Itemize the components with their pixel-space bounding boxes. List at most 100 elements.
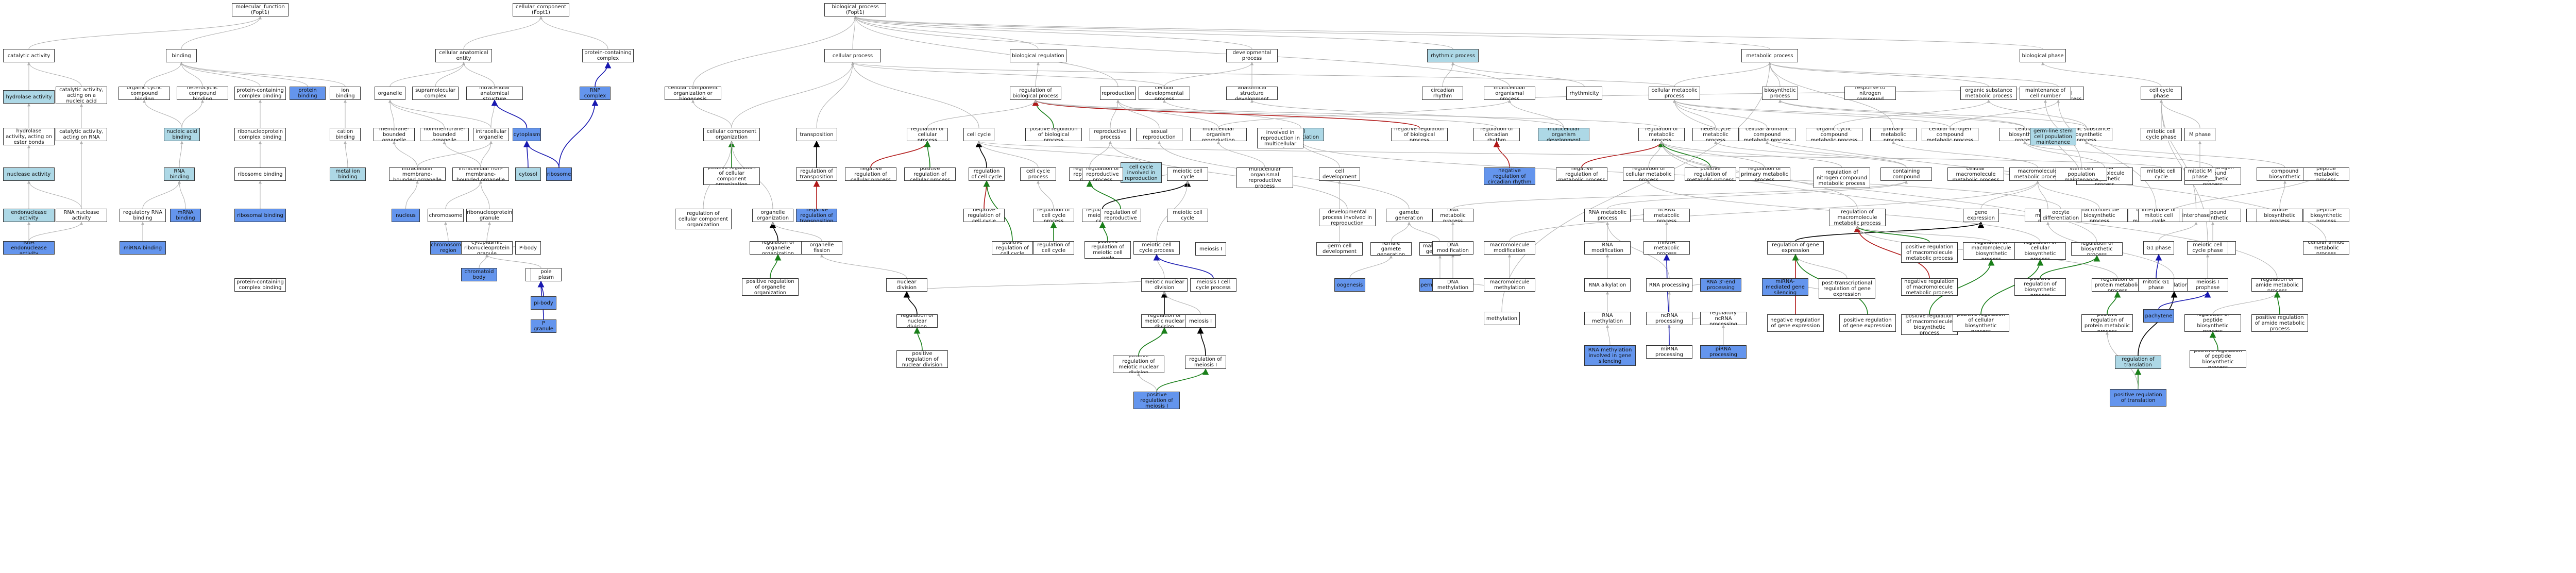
node-reg-macromol-met: regulation of macromolecule metabolic pr… [1829, 209, 1886, 226]
node-ribosome: ribosome [546, 167, 572, 181]
edge-multicell-repro2-to-multicell-repro [1217, 141, 1265, 168]
node-reg-nuclear-division: regulation of nuclear division [896, 314, 938, 328]
node-mitotic-phase: mitotic M phase [2184, 167, 2215, 181]
edge-binding-to-mf [181, 16, 262, 49]
node-regulatory-ncrna: regulatory ncRNA processing [1700, 312, 1747, 325]
edge-sexual-reproduction-to-reproduction [1116, 99, 1160, 128]
edge-multicell-dev-to-anatomical-dev [1250, 99, 1564, 128]
edge-mirna-processing-to-mirna-met [1663, 254, 1670, 346]
edge-supramol-to-cas [435, 62, 465, 87]
edge-cellular-n-biosynth-to-cellular-biosynth [2023, 141, 2213, 168]
node-rna-3end: RNA 3'-end processing [1700, 278, 1741, 292]
node-chromosomal-region: chromosomal region [430, 241, 466, 255]
edge-cell-cycle-to-cellular-process [851, 62, 979, 128]
node-dna-met: DNA metabolic process [1432, 209, 1473, 222]
edge-rhythmic-process-to-bp [854, 16, 1453, 49]
node-nucleus: nucleus [392, 209, 420, 222]
edge-pcc-to-cc [539, 16, 608, 49]
edge-ion-binding-to-binding [180, 62, 346, 87]
node-pcc: protein-containing complex [582, 49, 634, 62]
node-organelle-fission: organelle fission [801, 241, 842, 255]
node-biological-phase: biological phase [2020, 49, 2066, 62]
edge-pos-reg-meiotic-nuclear-to-reg-meiotic-nuclear-division [1138, 327, 1168, 356]
node-regulatory-rna-binding: regulatory RNA binding [120, 209, 166, 222]
node-pos-reg-repro: positive regulation of reproductive proc… [1100, 209, 1141, 222]
edge-cellular-dev-to-cellular-process [851, 62, 1165, 87]
node-meiotic-nuclear-division: meiotic nuclear division [1141, 278, 1188, 292]
node-ribosomal-binding: ribosomal binding [234, 209, 286, 222]
edge-regulatory-rna-binding-to-rna-binding [142, 180, 181, 209]
edge-reg-nitrogen-met-to-reg-metabolic [1660, 141, 1842, 168]
node-pos-reg-met: positive regulation of metabolic process [1685, 167, 1736, 181]
edge-reg-meiosis-i-to-meiosis-i [1197, 327, 1206, 356]
node-pos-reg-amide-met: positive regulation of amide metabolic p… [2251, 314, 2308, 332]
node-transposition: transposition [796, 128, 837, 141]
node-rna-modification: RNA modification [1584, 241, 1631, 255]
edge-membrane-org-to-organelle [388, 99, 395, 128]
edge-neg-reg-cellular-to-reg-cellular-process [870, 140, 931, 168]
edge-pos-reg-peptide-biosynth-to-reg-peptide-biosynth [2209, 331, 2218, 351]
edge-nucleobase-met-to-cellular-aromatic [1766, 141, 1907, 168]
node-meiotic-cc2: meiotic cell cycle [1167, 209, 1208, 222]
edge-intra-non-membrane-to-intra-org [480, 141, 493, 168]
node-non-membrane-org: non-membrane-bounded organelle [420, 128, 469, 141]
edge-reg-macromol-biosynth-to-reg-macromol-met [1856, 226, 1992, 243]
node-cell-cycle: cell cycle [963, 128, 994, 141]
node-reg-cellular-process: regulation of cellular process [907, 128, 948, 141]
node-pcc-binding: protein-containing complex binding [234, 87, 286, 100]
node-chromosome: chromosome [428, 209, 464, 222]
edge-rna-methylation-piRNA-to-rna-methylation [1606, 325, 1611, 346]
node-gamete-generation: gamete generation [1386, 209, 1432, 222]
edge-multicell-repro-to-reproduction [1116, 99, 1219, 128]
node-cat-nucleic: catalytic activity, acting on a nucleic … [56, 87, 107, 104]
node-mirna-binding: miRNA binding [120, 241, 166, 255]
node-dna-methylation: DNA methylation [1432, 278, 1473, 292]
node-neg-reg-transposition: negative regulation of transposition [796, 209, 837, 222]
node-developmental-process: developmental process [1226, 49, 1278, 62]
node-female-gamete: female gamete generation [1370, 242, 1412, 256]
node-pos-reg-meiosis-i: positive regulation of meiosis I [1133, 392, 1180, 409]
edge-meiosis-i-cell-cycle-to-meiotic-cell-cycle-process [1153, 254, 1214, 279]
edge-organic-biosynth-to-organic-substance-met [1987, 99, 2087, 128]
edge-organonitrogen-met-to-nitrogen-met [2057, 99, 2157, 209]
node-endonuclease: endonuclease activity [3, 209, 55, 222]
node-rna-methylation: RNA methylation [1584, 312, 1631, 325]
node-reg-nitrogen-met: regulation of nitrogen compound metaboli… [1814, 167, 1870, 188]
node-cellular-component-org: cellular component organization [703, 128, 760, 141]
edge-neg-reg-met-to-reg-metabolic [1581, 140, 1665, 168]
node-reg-macromol-biosynth: regulation of macromolecule biosynthetic… [1963, 242, 2020, 260]
edge-cellular-aromatic-to-cellular-metabolic [1673, 99, 1768, 128]
node-cell-cycle-repro2: cellular process involved in reproductio… [1257, 128, 1303, 148]
node-cellular-process: cellular process [824, 49, 881, 62]
node-nuclease: nuclease activity [3, 167, 55, 181]
edge-ribosome-to-rnp [558, 99, 599, 168]
node-nucleobase-met: nucleobase-containing compound metabolic… [1880, 167, 1932, 181]
node-multicell-repro: multicellular organism reproduction [1190, 128, 1247, 141]
node-stem-cell-pop: stem cell population maintenance [2056, 167, 2107, 181]
edge-germ-plasm-to-cytoplasmic-rnp-granule [485, 254, 541, 268]
node-maintenance-cell: maintenance of cell number [2020, 87, 2071, 100]
edge-multicellular-org-to-bp [854, 16, 1510, 87]
edge-intra-non-membrane-to-non-membrane-org [443, 141, 481, 168]
node-ribonucleoprotein-granule: ribonucleoprotein granule [466, 209, 513, 222]
node-meiosis-i: meiosis I [1185, 314, 1216, 328]
node-pos-reg-nuclear-division: positive regulation of nuclear division [896, 350, 948, 368]
node-meiotic-cell-cycle-process: meiotic cell cycle process [1133, 241, 1180, 255]
edge-pcc-binding-to-binding [180, 62, 261, 87]
edge-reg-peptide-biosynth-to-reg-amide-met [2212, 291, 2279, 315]
edge-pos-reg-cellular-biosynth-to-reg-cellular-biosynth [1980, 259, 2044, 315]
node-cellular-nitrogen: cellular nitrogen compound metabolic pro… [1922, 128, 1978, 141]
node-reg-transposition: regulation of transposition [796, 167, 837, 181]
edge-cell-cycle-phase-to-biological-phase [2041, 62, 2162, 87]
node-post-transcriptional: post-transcriptional regulation of gene … [1819, 278, 1875, 299]
node-mitotic-cell-cycle-phase: mitotic cell cycle phase [2141, 128, 2182, 141]
edge-biological-regulation-to-bp [854, 16, 1039, 49]
node-protein-binding2: protein-containing complex binding [234, 278, 286, 292]
node-reg-gene-expression: regulation of gene expression [1767, 241, 1824, 255]
edge-biological-phase-to-bp [854, 16, 2043, 49]
node-chromatoid-body: chromatoid body [461, 268, 497, 281]
node-pos-reg-macromol-biosynth: positive regulation of macromolecule bio… [1901, 314, 1958, 335]
edge-reproduction-to-bp [854, 16, 1118, 87]
node-reg-repro: regulation of reproductive process [1082, 167, 1123, 181]
node-meiotic-prophase: meiosis I prophase [2187, 278, 2228, 292]
